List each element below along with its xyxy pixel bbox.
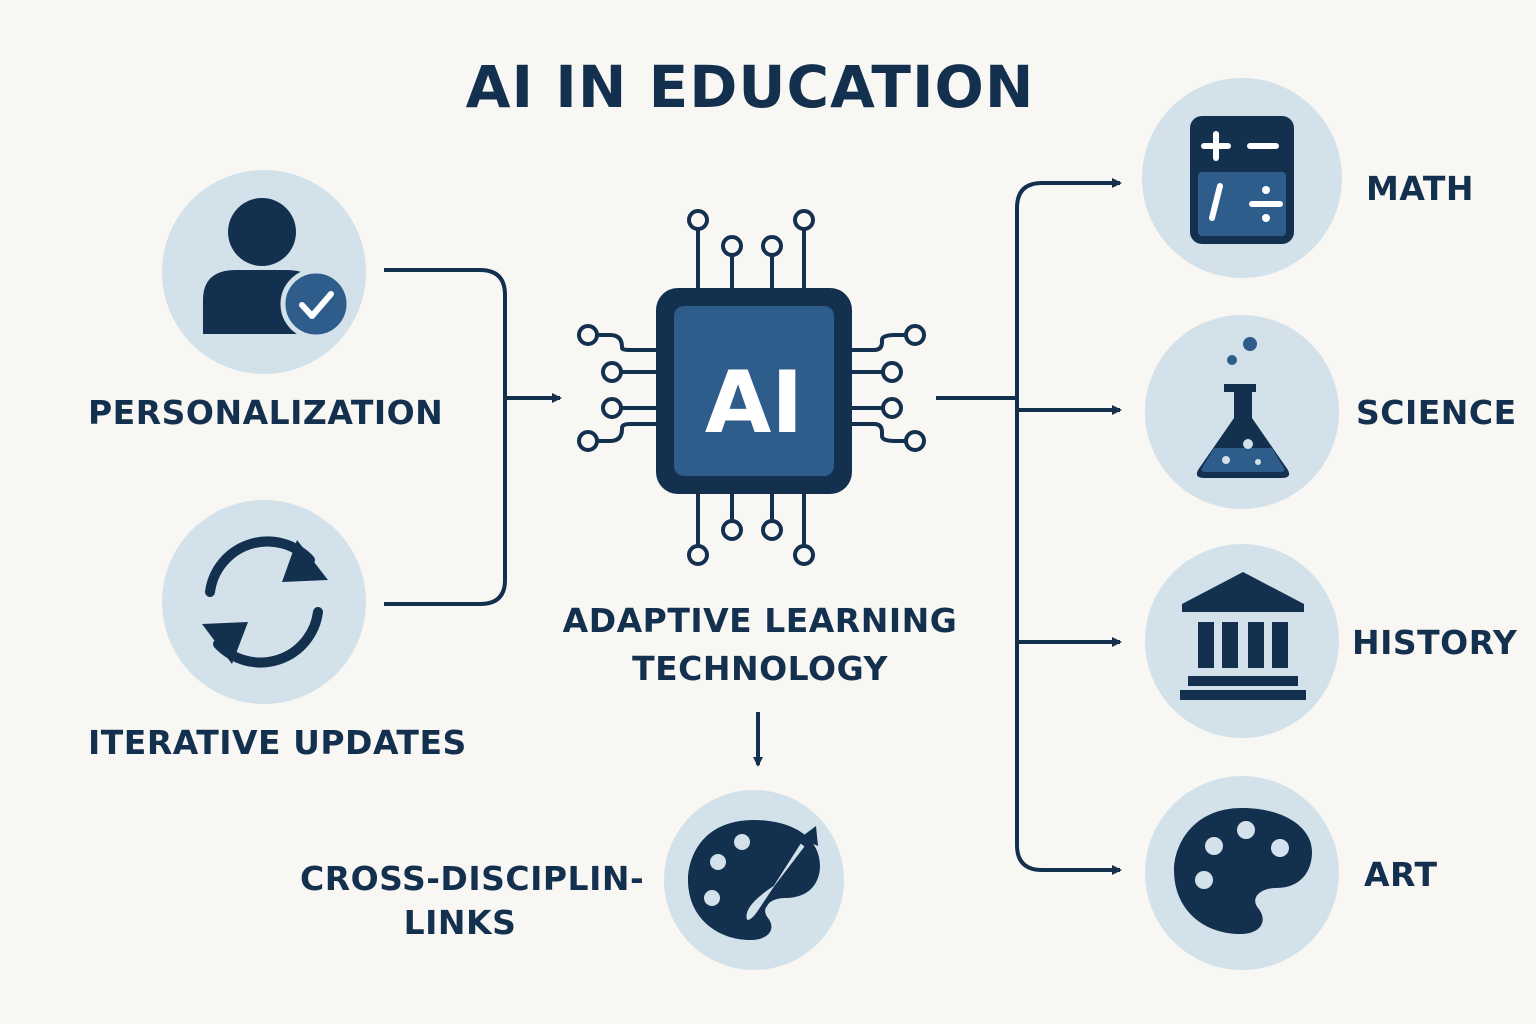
branch-trunk <box>1015 178 1122 209</box>
label-cross-disciplinary-line1: CROSS-DISCIPLIN- <box>300 859 645 898</box>
calculator-icon <box>1190 116 1294 244</box>
label-adaptive-learning-line2: TECHNOLOGY <box>632 649 888 688</box>
palette-icon <box>1174 808 1312 934</box>
circle-history <box>1145 544 1339 738</box>
label-history: HISTORY <box>1352 623 1518 662</box>
label-science: SCIENCE <box>1356 393 1517 432</box>
left-connectors <box>384 268 562 606</box>
branch-art <box>1015 208 1122 875</box>
label-personalization: PERSONALIZATION <box>88 393 444 432</box>
refresh-cycle-icon <box>202 536 328 668</box>
ai-chip-icon: AI <box>577 209 926 566</box>
flask-icon <box>1196 337 1290 478</box>
label-art: ART <box>1364 855 1438 894</box>
circle-iterative-updates <box>162 500 366 704</box>
user-check-icon <box>203 198 352 340</box>
connector-personalization <box>384 268 507 606</box>
label-adaptive-learning-line1: ADAPTIVE LEARNING <box>562 601 958 640</box>
palette-brush-icon <box>688 820 820 940</box>
label-math: MATH <box>1366 169 1474 208</box>
page-title: AI IN EDUCATION <box>465 53 1035 121</box>
museum-icon <box>1180 572 1306 700</box>
right-connectors <box>936 178 1122 875</box>
chip-label: AI <box>705 353 804 453</box>
label-cross-disciplinary-line2: LINKS <box>403 903 517 942</box>
label-iterative-updates: ITERATIVE UPDATES <box>88 723 467 762</box>
